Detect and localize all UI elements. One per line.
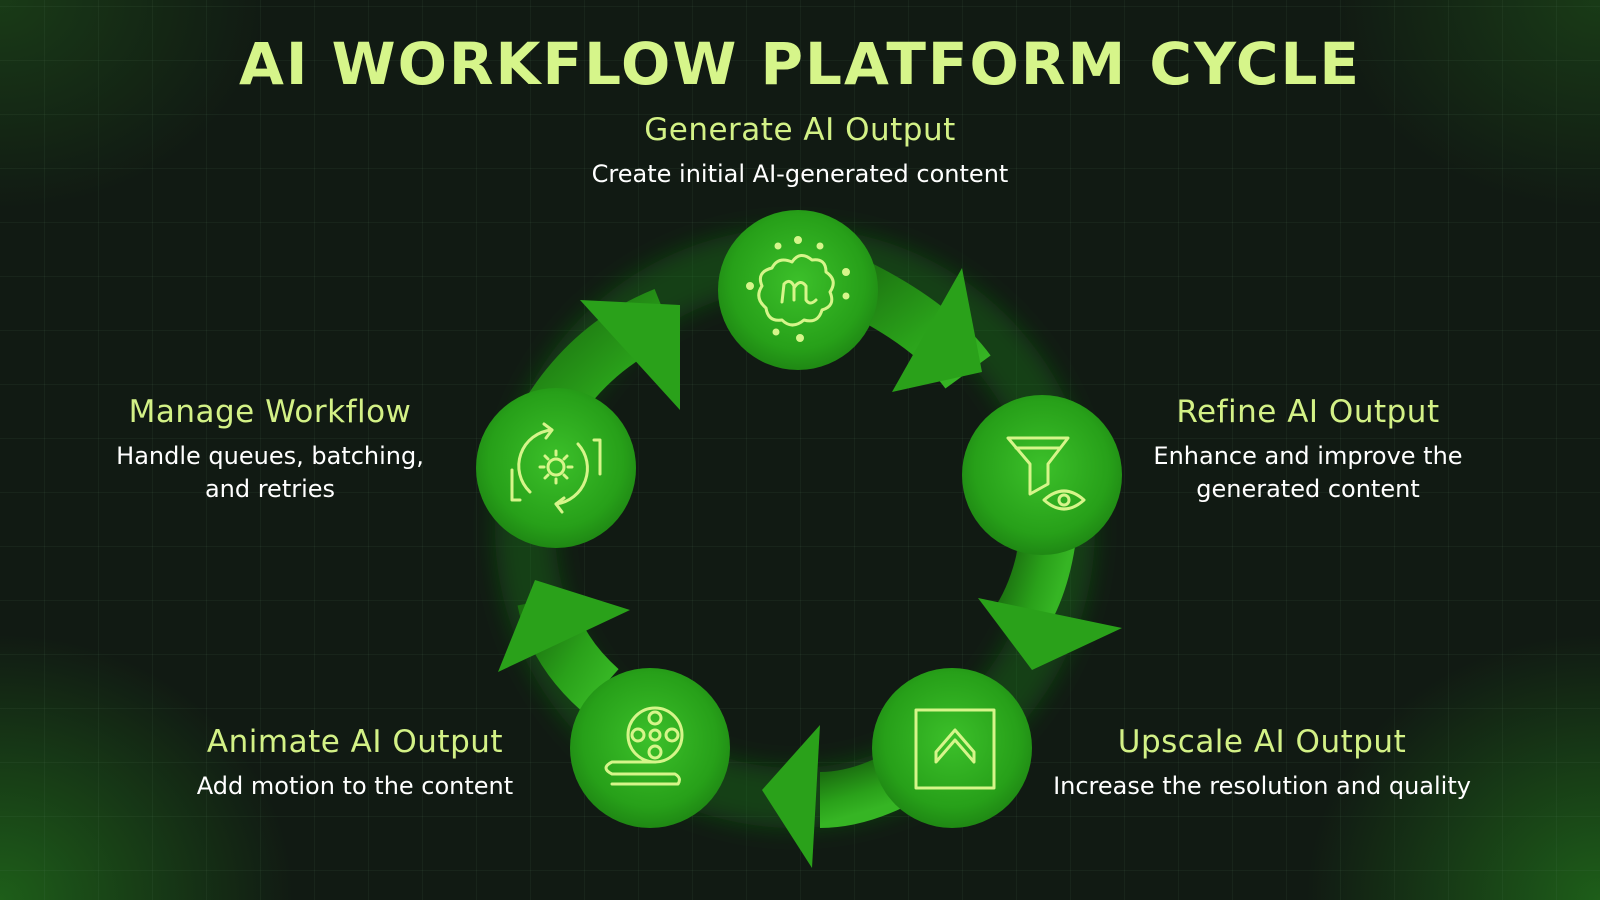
step-manage-desc: Handle queues, batching, and retries	[116, 442, 424, 503]
gear-cycle-icon	[510, 422, 602, 514]
node-generate	[718, 210, 878, 370]
filter-eye-icon	[1006, 436, 1086, 511]
upscale-arrow-icon	[914, 708, 996, 790]
node-animate	[570, 668, 730, 828]
step-animate-title: Animate AI Output	[206, 724, 504, 760]
step-upscale: Upscale AI Output Increase the resolutio…	[1052, 724, 1472, 803]
node-manage	[476, 388, 636, 548]
step-animate-desc: Add motion to the content	[196, 772, 514, 800]
page-title: AI WORKFLOW PLATFORM CYCLE	[238, 30, 1362, 98]
step-upscale-title: Upscale AI Output	[1117, 724, 1407, 760]
step-animate: Animate AI Output Add motion to the cont…	[145, 724, 565, 803]
step-manage-title: Manage Workflow	[128, 394, 412, 430]
step-refine-desc: Enhance and improve the generated conten…	[1153, 442, 1463, 503]
arrow-animate-to-manage	[498, 580, 630, 711]
ai-sparkle-icon	[746, 236, 850, 342]
step-refine-title: Refine AI Output	[1176, 394, 1440, 430]
step-generate-title: Generate AI Output	[644, 112, 956, 148]
node-upscale	[872, 668, 1032, 828]
step-upscale-desc: Increase the resolution and quality	[1053, 772, 1471, 800]
step-refine: Refine AI Output Enhance and improve the…	[1098, 394, 1518, 506]
film-reel-icon	[604, 706, 684, 786]
node-refine	[962, 395, 1122, 555]
step-generate-desc: Create initial AI-generated content	[591, 160, 1009, 188]
step-manage: Manage Workflow Handle queues, batching,…	[60, 394, 480, 506]
step-generate: Generate AI Output Create initial AI-gen…	[590, 112, 1010, 191]
